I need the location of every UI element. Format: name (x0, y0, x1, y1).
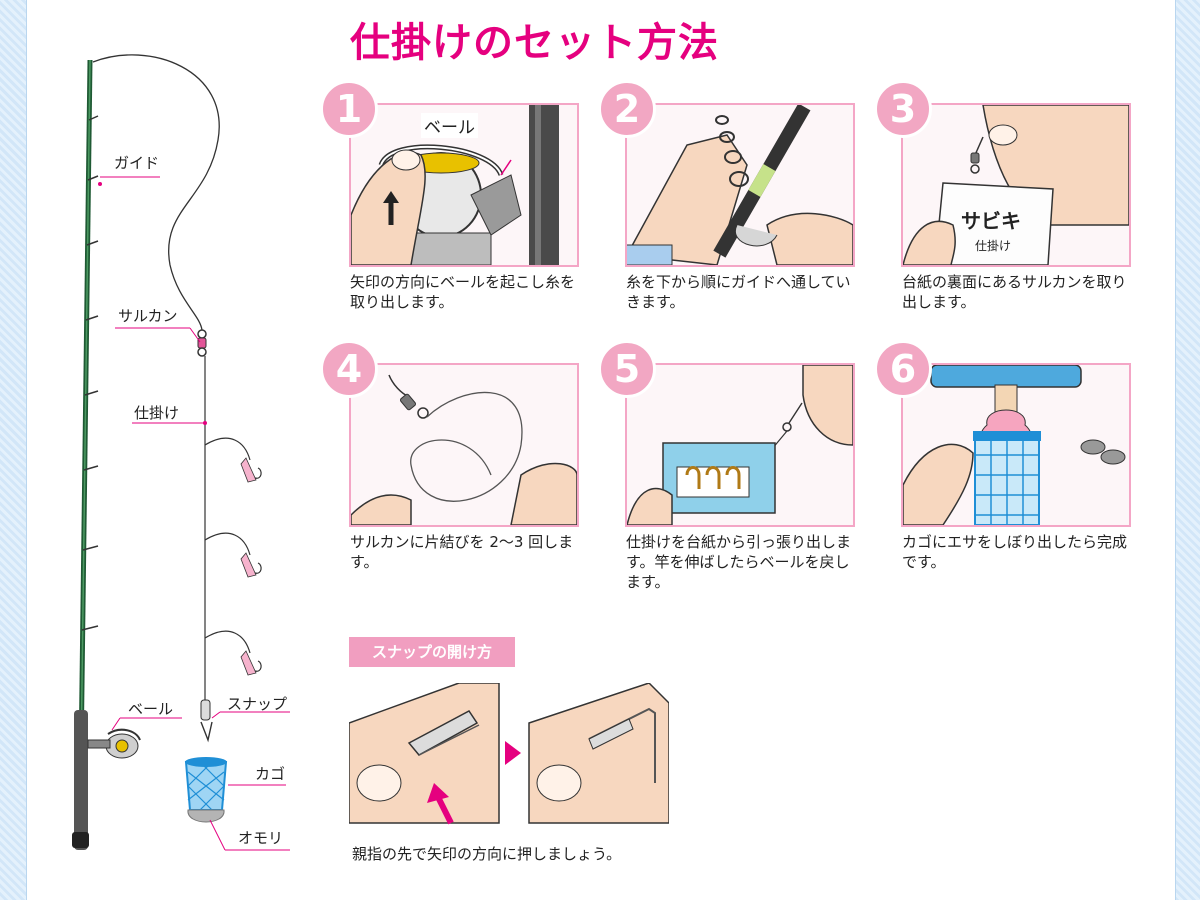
swivel (197, 329, 207, 357)
label-snap: スナップ (227, 695, 288, 713)
next-arrow-icon (505, 741, 521, 765)
hook-skirts (240, 457, 257, 676)
rod-guides (81, 115, 99, 631)
step-4-badge: 4 (320, 340, 378, 398)
snap-caption: 親指の先で矢印の方向に押しましょう。 (352, 845, 622, 863)
step-5-badge: 5 (598, 340, 656, 398)
rod-handle (74, 710, 88, 850)
step-6-text: カゴにエサをしぼり出したら完成です。 (902, 533, 1128, 571)
fishing-line (92, 54, 220, 331)
step-3-badge: 3 (874, 80, 932, 138)
step-5-illustration (625, 363, 855, 527)
sinker (187, 809, 225, 823)
page-title: 仕掛けのセット方法 (350, 20, 719, 66)
rig-branches (204, 437, 251, 654)
label-sinker: オモリ (238, 829, 284, 847)
step-4-illustration (349, 363, 579, 527)
step-1-illustration: ベール (349, 103, 579, 267)
label-leaders (98, 176, 290, 851)
step-1-badge: 1 (320, 80, 378, 138)
step-1-text: 矢印の方向にベールを起こし糸を取り出します。 (350, 273, 576, 311)
reel (87, 728, 141, 759)
label-basket: カゴ (255, 765, 286, 783)
step-3-card-subtext: 仕掛け (975, 239, 1012, 253)
step-2-text: 糸を下から順にガイドへ通していきます。 (626, 273, 851, 311)
snap-illustration (349, 683, 669, 825)
rod-diagram (72, 54, 290, 851)
label-guide: ガイド (114, 154, 160, 172)
step-2-illustration (625, 103, 855, 267)
step-1-callout: ベール (421, 113, 478, 138)
snap (200, 699, 213, 743)
label-swivel: サルカン (118, 307, 178, 325)
label-rig: 仕掛け (134, 404, 180, 422)
step-6-badge: 6 (874, 340, 932, 398)
step-3-card-text: サビキ (961, 209, 1021, 233)
step-4-text: サルカンに片結びを 2〜3 回します。 (350, 533, 574, 571)
label-bail: ベール (128, 700, 174, 718)
step-6-illustration (901, 363, 1131, 527)
step-2-badge: 2 (598, 80, 656, 138)
step-3-illustration: サビキ 仕掛け (901, 103, 1131, 267)
snap-section-header: スナップの開け方 (349, 637, 515, 667)
step-5-text: 仕掛けを台紙から引っ張り出します。竿を伸ばしたらベールを戻します。 (626, 533, 852, 591)
feeder-basket (184, 757, 228, 823)
step-3-text: 台紙の裏面にあるサルカンを取り出します。 (902, 273, 1127, 311)
